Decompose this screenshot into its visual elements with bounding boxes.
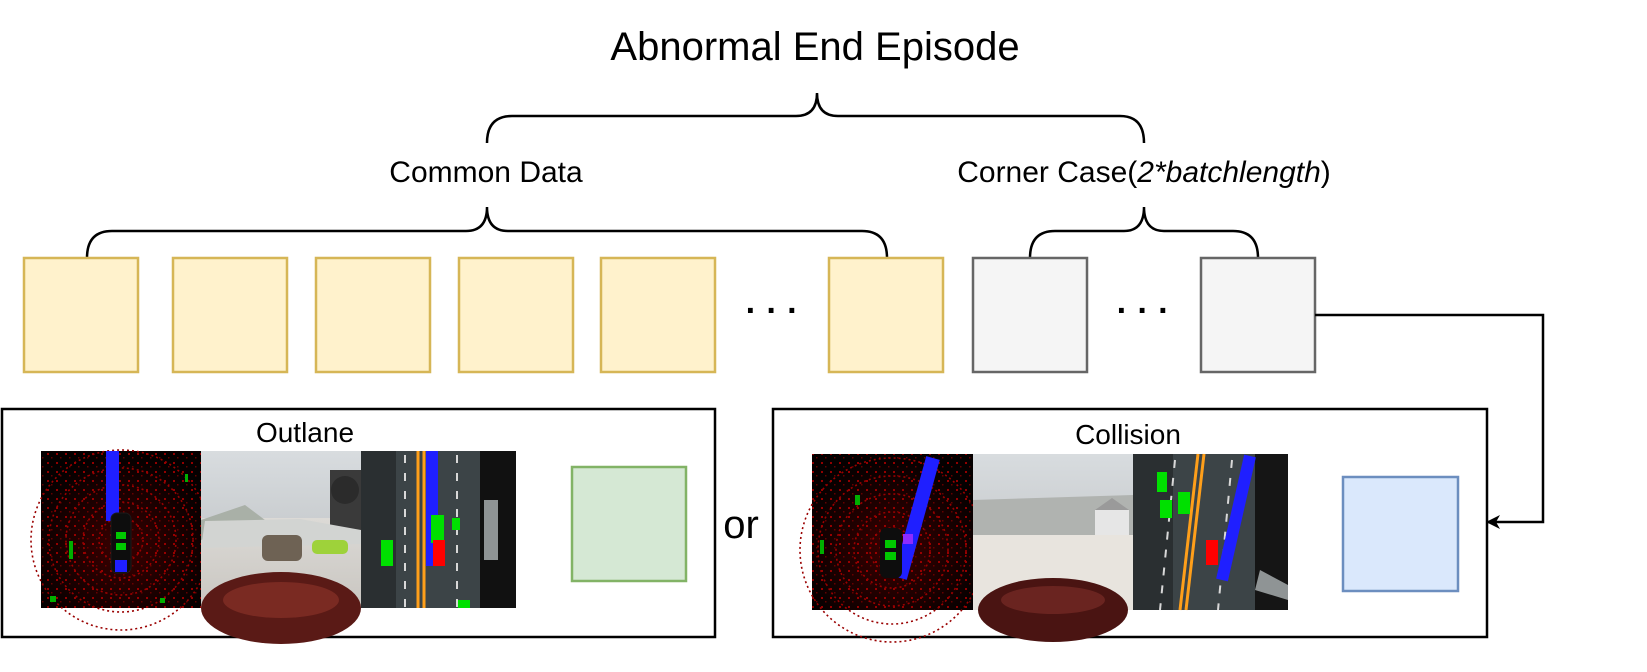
common-data-square bbox=[827, 256, 945, 374]
common-data-squares bbox=[22, 256, 945, 374]
top-brace bbox=[485, 92, 1146, 144]
collision-camera-view bbox=[973, 454, 1133, 642]
corner-ellipsis: · · · bbox=[1117, 292, 1170, 330]
outlane-title: Outlane bbox=[256, 417, 354, 448]
corner-case-square bbox=[1199, 256, 1317, 374]
collision-sensor-strip bbox=[799, 453, 1288, 643]
outlane-camera-view bbox=[201, 451, 361, 644]
common-data-square bbox=[22, 256, 140, 374]
diagram-title: Abnormal End Episode bbox=[610, 25, 1019, 69]
outlane-birdseye-view bbox=[361, 451, 516, 608]
common-ellipsis: · · · bbox=[746, 292, 799, 330]
outlane-sensor-strip bbox=[30, 449, 516, 644]
or-connector: or bbox=[723, 503, 759, 547]
connector-arrow bbox=[1315, 313, 1545, 529]
collision-label-square bbox=[1341, 475, 1460, 593]
common-data-square bbox=[599, 256, 717, 374]
collision-title: Collision bbox=[1075, 419, 1181, 450]
corner-case-squares bbox=[971, 256, 1317, 374]
corner-case-brace bbox=[1028, 206, 1260, 259]
corner-case-label: Corner Case(2*batchlength) bbox=[957, 156, 1331, 189]
collision-lidar-view bbox=[799, 454, 985, 643]
common-data-square bbox=[457, 256, 575, 374]
collision-birdseye-view bbox=[1133, 453, 1288, 611]
outlane-lidar-view bbox=[30, 449, 212, 631]
common-data-brace bbox=[85, 206, 889, 259]
common-data-square bbox=[314, 256, 432, 374]
common-data-label: Common Data bbox=[389, 156, 583, 189]
corner-case-square bbox=[971, 256, 1089, 374]
outlane-label-square bbox=[570, 465, 688, 583]
common-data-square bbox=[171, 256, 289, 374]
